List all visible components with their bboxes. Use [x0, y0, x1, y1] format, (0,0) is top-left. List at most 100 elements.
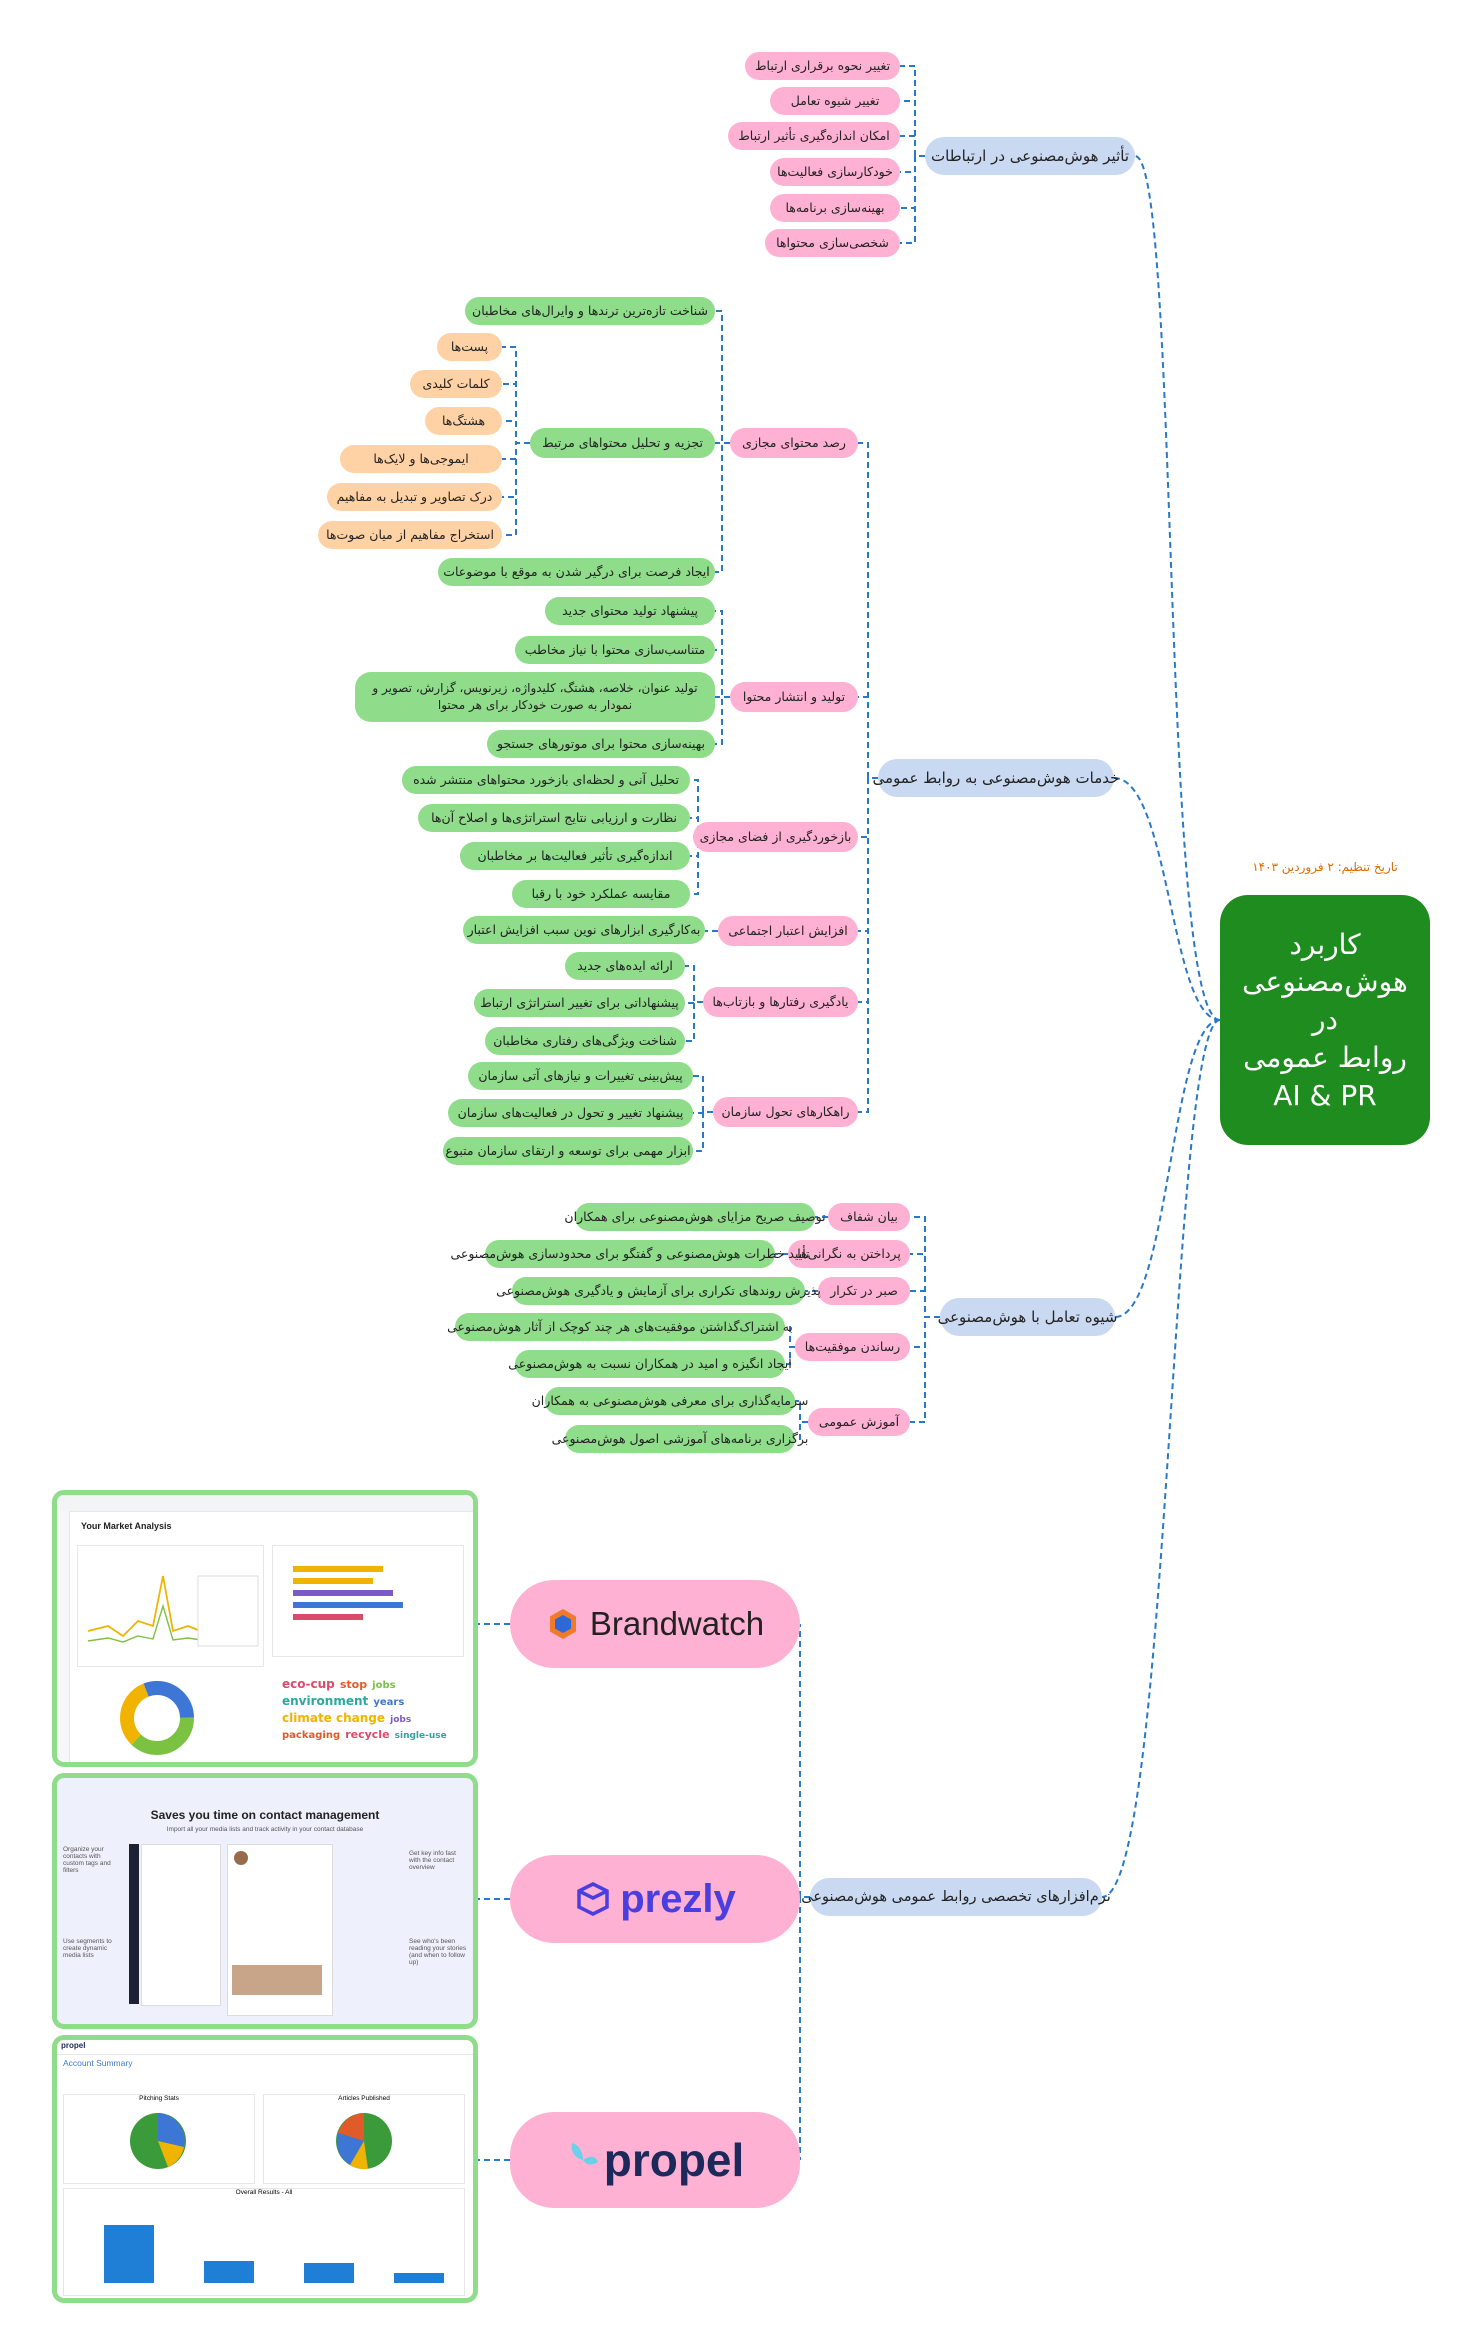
monitoring-item[interactable]: شناخت تازه‌ترین ترندها و وایرال‌های مخاط…	[465, 297, 715, 325]
donut-chart	[120, 1681, 194, 1755]
feedback-node[interactable]: بازخوردگیری از فضای مجازی	[693, 822, 858, 852]
interaction-group[interactable]: صبر در تکرار	[818, 1277, 910, 1305]
monitoring-item[interactable]: تجزیه و تحلیل محتواهای مرتبط	[530, 428, 715, 458]
connector	[900, 155, 925, 173]
connector	[715, 310, 730, 444]
brandwatch-logo[interactable]: Brandwatch	[510, 1580, 800, 1668]
interaction-item[interactable]: برگزاری برنامه‌های آموزشی اصول هوش‌مصنوع…	[552, 1425, 808, 1453]
production-item[interactable]: پیشنهاد تولید محتوای جدید	[545, 597, 715, 625]
credibility-node[interactable]: افزایش اعتبار اجتماعی	[718, 916, 858, 946]
connector	[858, 777, 878, 1113]
word: eco-cup	[282, 1677, 335, 1691]
impact-item[interactable]: بهینه‌سازی برنامه‌ها	[770, 194, 900, 222]
trend-line-chart	[87, 1575, 259, 1647]
connector	[858, 442, 878, 779]
interaction-group[interactable]: آموزش عمومی	[808, 1408, 910, 1436]
interaction-item[interactable]: پذیرش روندهای تکراری برای آزمایش و یادگی…	[496, 1277, 821, 1305]
prezly-contact-detail	[227, 1844, 333, 2016]
bar-chart-panel	[272, 1545, 464, 1657]
prezly-note: Organize your contacts with custom tags …	[63, 1846, 111, 1874]
evolution-item[interactable]: پیش‌بینی تغییرات و نیازهای آتی سازمان	[468, 1062, 693, 1090]
propel-logo[interactable]: propel	[510, 2112, 800, 2208]
connector	[715, 649, 730, 698]
connector	[799, 1896, 810, 2160]
interaction-item[interactable]: تأیید خطرات هوش‌مصنوعی و گفتگو برای محدو…	[450, 1240, 810, 1268]
connector	[858, 777, 878, 932]
propel-topbar: propel	[57, 2040, 473, 2055]
impact-item[interactable]: شخصی‌سازی محتواها	[765, 229, 900, 257]
prezly-headline: Saves you time on contact management	[150, 1808, 380, 1822]
prezly-sidebar	[129, 1844, 139, 2004]
interaction-item[interactable]: به اشتراک‌گذاشتن موفقیت‌های هر چند کوچک …	[447, 1313, 793, 1341]
chart-title: Articles Published	[338, 2095, 390, 2102]
analysis-item[interactable]: ایموجی‌ها و لایک‌ها	[340, 445, 502, 473]
evolution-item[interactable]: پیشنهاد تغییر و تحول در فعالیت‌های سازما…	[448, 1099, 693, 1127]
articles-published-panel: Articles Published	[263, 2094, 465, 2184]
connector	[693, 1075, 713, 1113]
evolution-item[interactable]: ابزار مهمی برای توسعه و ارتقای سازمان مت…	[443, 1137, 693, 1165]
feedback-item[interactable]: مقایسه عملکرد خود با رقبا	[512, 880, 690, 908]
chart-title: Pitching Stats	[139, 2095, 179, 2102]
analysis-item[interactable]: هشتگ‌ها	[425, 407, 502, 435]
learning-item[interactable]: شناخت ویژگی‌های رفتاری مخاطبان	[485, 1027, 685, 1055]
monitoring-node[interactable]: رصد محتوای مجازی	[730, 428, 858, 458]
connector	[858, 777, 878, 1003]
connector	[715, 442, 730, 573]
interaction-item[interactable]: سرمایه‌گذاری برای معرفی هوش‌مصنوعی به هم…	[532, 1387, 808, 1415]
brandwatch-label: Brandwatch	[589, 1605, 765, 1642]
creation-date: تاریخ تنظیم: ۲ فروردین ۱۴۰۳	[1252, 860, 1398, 874]
branch-tools[interactable]: نرم‌افزارهای تخصصی روابط عمومی هوش‌مصنوع…	[801, 1878, 1111, 1916]
branch-interaction[interactable]: شیوه تعامل با هوش‌مصنوعی	[938, 1298, 1117, 1336]
learning-item[interactable]: پیشنهاداتی برای تغییر استراتژی ارتباط	[474, 989, 685, 1017]
root-node[interactable]: کاربرد هوش‌مصنوعی در روابط عمومی AI & PR	[1220, 895, 1430, 1145]
feedback-item[interactable]: نظارت و ارزیابی نتایج استراتژی‌ها و اصلا…	[418, 804, 690, 832]
connector	[910, 1253, 940, 1318]
interaction-item[interactable]: توصیف صریح مزایای هوش‌مصنوعی برای همکارا…	[564, 1203, 826, 1231]
interaction-group[interactable]: بیان شفاف	[828, 1203, 910, 1231]
bar	[204, 2261, 254, 2283]
connector	[502, 383, 530, 444]
connector	[858, 696, 878, 779]
word: single-use	[394, 1731, 447, 1742]
brandwatch-screenshot: Your Market Analysis eco-cup stop jobs e…	[52, 1490, 478, 1767]
evolution-node[interactable]: راهکارهای تحول سازمان	[713, 1097, 858, 1127]
credibility-item[interactable]: به‌کارگیری ابزارهای نوین سبب افزایش اعتب…	[463, 916, 705, 944]
connector	[910, 1290, 940, 1318]
branch-services[interactable]: خدمات هوش‌مصنوعی به روابط عمومی	[873, 759, 1119, 797]
propel-label: propel	[603, 2134, 745, 2186]
impact-item[interactable]: تغییر نحوه برقراری ارتباط	[745, 52, 900, 80]
word: years	[373, 1696, 405, 1708]
interaction-group[interactable]: پرداختن به نگرانی‌ها	[788, 1240, 910, 1268]
chart-title: Overall Results - All	[235, 2189, 293, 2196]
word: jobs	[372, 1680, 396, 1691]
connector	[799, 1624, 810, 1898]
learning-item[interactable]: ارائه ایده‌های جدید	[565, 952, 685, 980]
propel-screenshot: propel Account Summary Pitching Stats Ar…	[52, 2035, 478, 2303]
word: packaging	[282, 1730, 341, 1742]
prezly-logo[interactable]: prezly	[510, 1855, 800, 1943]
analysis-item[interactable]: کلمات کلیدی	[410, 370, 502, 398]
production-item[interactable]: متناسب‌سازی محتوا با نیاز مخاطب	[515, 636, 715, 664]
monitoring-item[interactable]: ایجاد فرصت برای درگیر شدن به موقع با موض…	[438, 558, 715, 586]
production-item[interactable]: تولید عنوان، خلاصه، هشتگ، کلیدواژه، زیرن…	[355, 672, 715, 722]
interaction-item[interactable]: ایجاد انگیزه و امید در همکاران نسبت به ه…	[508, 1350, 792, 1378]
impact-item[interactable]: خودکارسازی فعالیت‌ها	[770, 158, 900, 186]
impact-item[interactable]: امکان اندازه‌گیری تأثیر ارتباط	[728, 122, 900, 150]
impact-item[interactable]: تغییر شیوه تعامل	[770, 87, 900, 115]
interaction-group[interactable]: رساندن موفقیت‌ها	[795, 1333, 910, 1361]
feedback-item[interactable]: اندازه‌گیری تأثیر فعالیت‌ها بر مخاطبان	[460, 842, 690, 870]
analysis-item[interactable]: پست‌ها	[437, 333, 502, 361]
production-node[interactable]: تولید و انتشار محتوا	[730, 682, 858, 712]
prezly-label: prezly	[620, 1876, 736, 1921]
line-chart-panel	[77, 1545, 264, 1667]
learning-node[interactable]: یادگیری رفتارها و بازتاب‌ها	[703, 987, 858, 1017]
feedback-item[interactable]: تحلیل آنی و لحظه‌ای بازخورد محتواهای منت…	[402, 766, 690, 794]
analysis-item[interactable]: استخراج مفاهیم از میان صوت‌ها	[318, 521, 502, 549]
branch-impact[interactable]: تأثیر هوش‌مصنوعی در ارتباطات	[925, 137, 1135, 175]
connector	[900, 135, 925, 157]
connector	[900, 65, 925, 157]
production-item[interactable]: بهینه‌سازی محتوا برای موتورهای جستجو	[487, 730, 715, 758]
app-toolbar	[57, 1495, 473, 1512]
word: recycle	[345, 1728, 390, 1742]
analysis-item[interactable]: درک تصاویر و تبدیل به مفاهیم	[327, 483, 502, 511]
